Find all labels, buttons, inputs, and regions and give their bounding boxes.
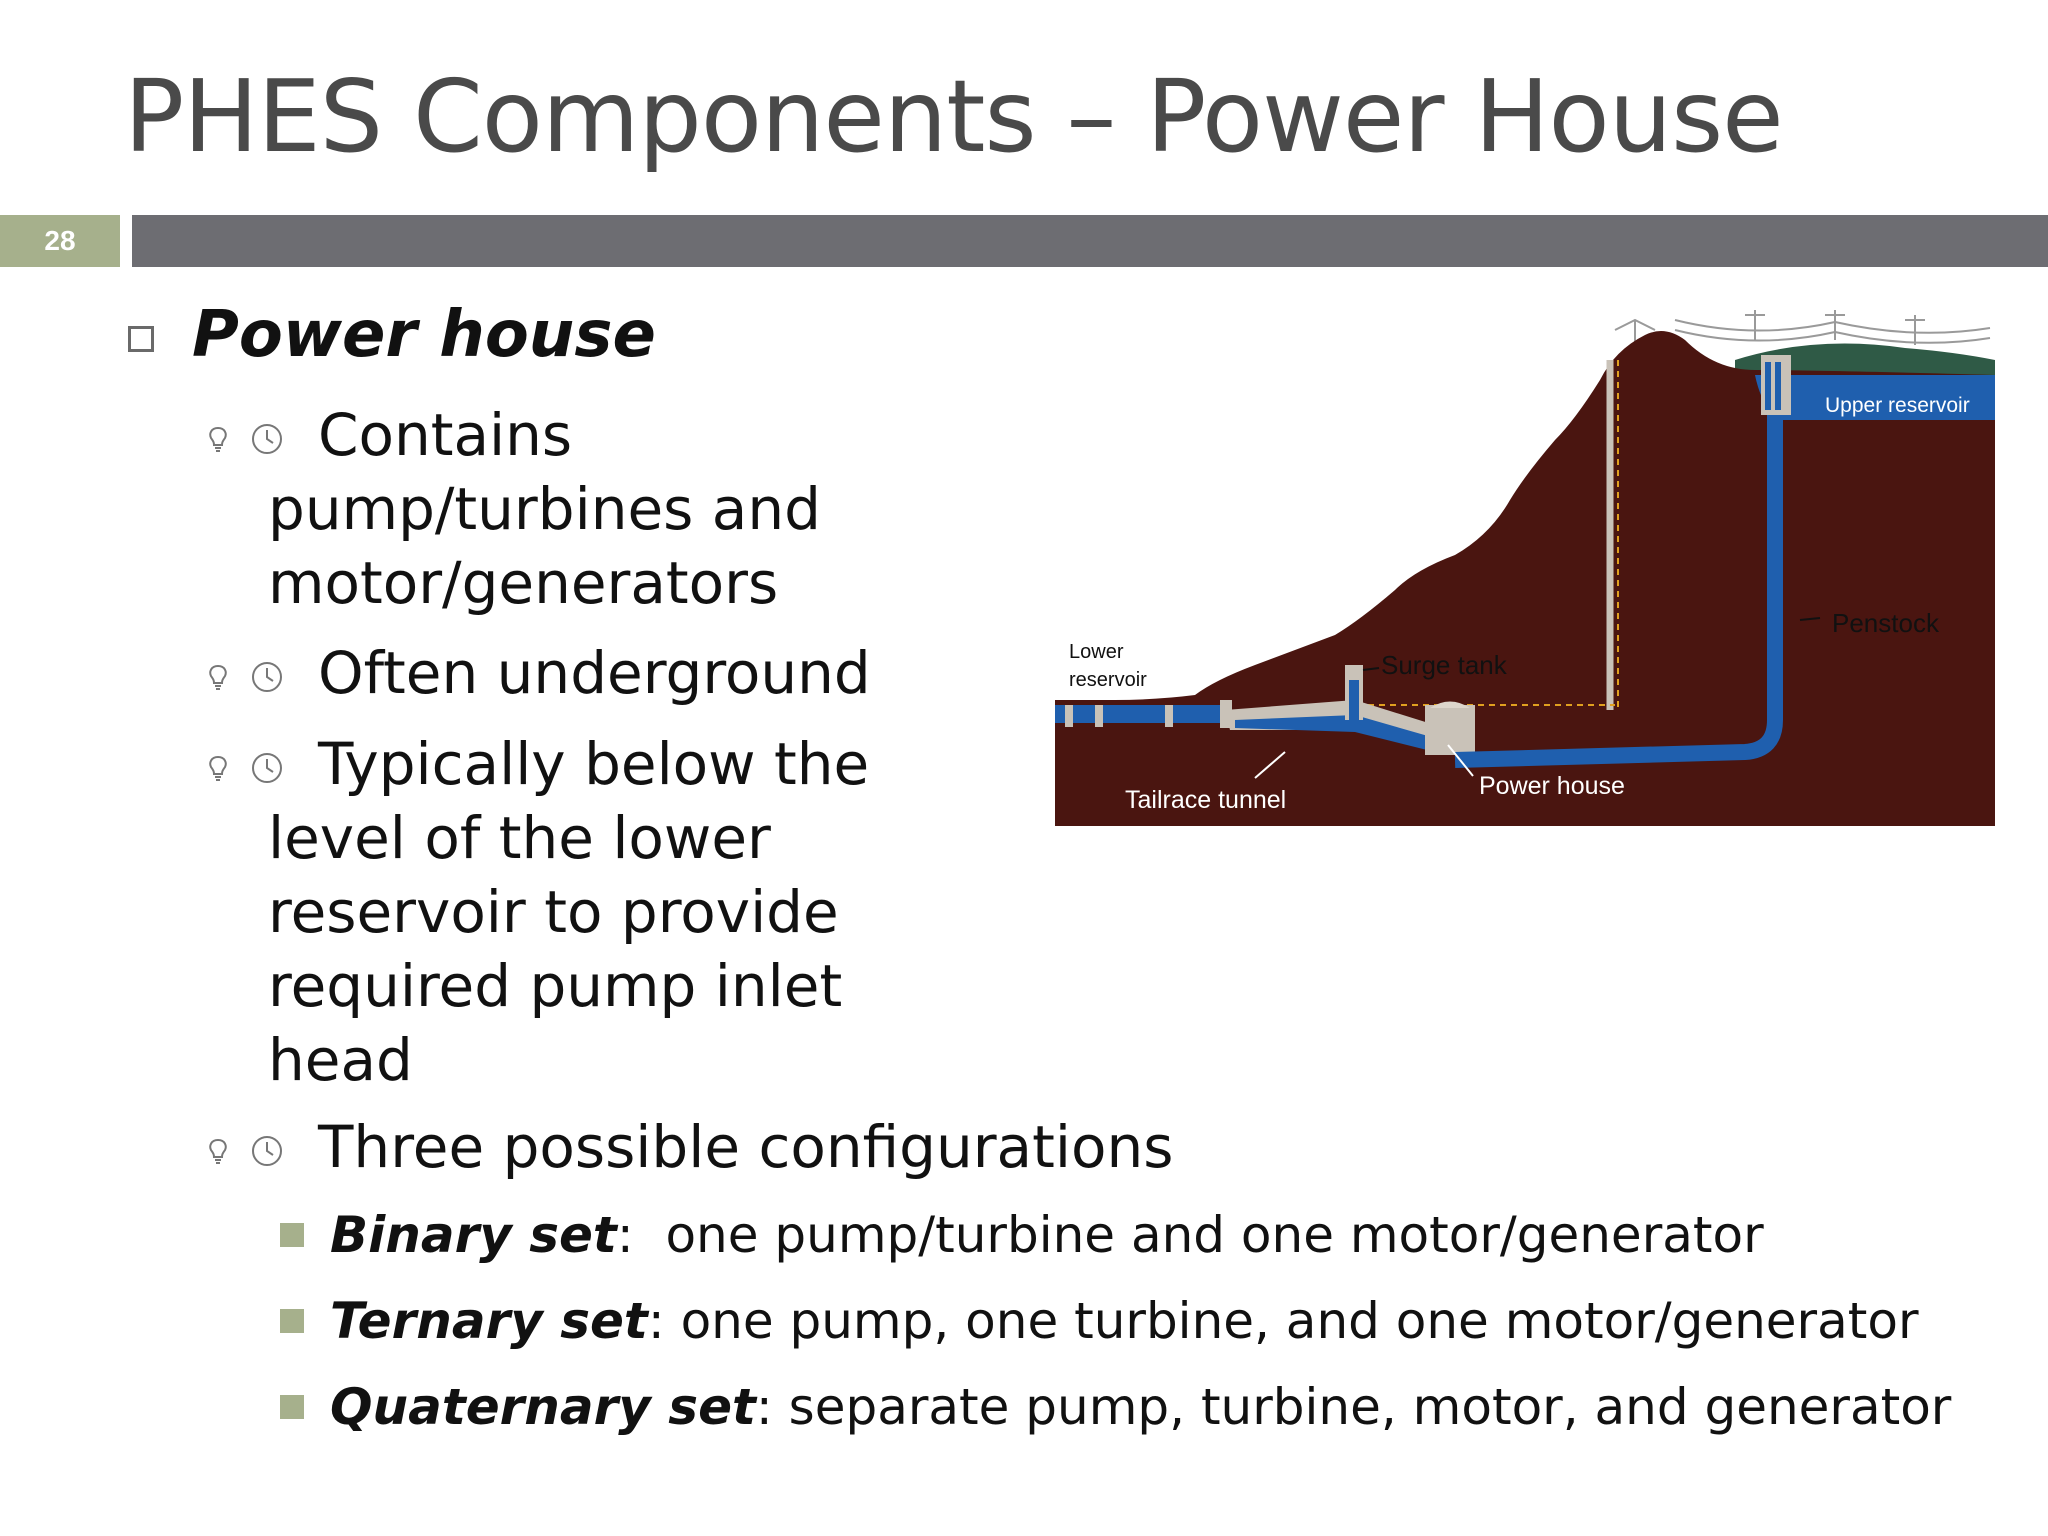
power-house-dome [1430,701,1470,708]
bullet-text: Typically below the [318,730,870,798]
bullet-marks [206,1134,284,1168]
lightbulb-icon [209,1138,227,1164]
label-tailrace-tunnel: Tailrace tunnel [1125,786,1286,814]
lower-reservoir-water [1055,705,1225,723]
phes-diagram: Upper reservoir Penstock Surge tank Lowe… [1055,300,1995,826]
bullet-contains: Contains pump/turbines and motor/generat… [206,398,821,620]
term: Binary set [330,1206,617,1264]
label-upper-reservoir: Upper reservoir [1825,394,1970,417]
slide-title: PHES Components – Power House [124,58,1784,175]
penstock-leader [1799,617,1821,621]
term: Quaternary set [330,1378,756,1436]
sub-bullet-quaternary: Quaternary set: separate pump, turbine, … [280,1378,1951,1436]
title-rule [132,215,2048,267]
power-house-leader [1447,744,1474,777]
bullet-underground: Often underground [206,636,871,710]
term-text: one pump, one turbine, and one motor/gen… [680,1292,1919,1350]
bullet-text: Three possible configurations [318,1113,1174,1181]
tailrace-leader [1254,751,1286,779]
clock-icon [252,423,282,454]
term-sep: : [647,1292,681,1350]
bullet-configurations: Three possible configurations [206,1110,1173,1184]
mountain [1055,331,1995,826]
checkbox-bullet-icon [128,326,154,352]
label-penstock: Penstock [1832,608,1940,638]
bullet-below-level: Typically below the level of the lower r… [206,727,869,1097]
square-bullet-icon [280,1223,304,1247]
bullet-text-cont: motor/generators [268,549,779,617]
bullet-text-cont: required pump inlet [268,952,843,1020]
bullet-text: Often underground [318,639,871,707]
upper-reservoir-water [1755,375,1995,420]
lightbulb-icon [209,755,227,781]
tailrace-tunnel [1235,715,1435,752]
clock-icon [252,1135,282,1166]
bullet-marks [206,660,284,694]
lightbulb-icon [209,664,227,690]
clock-icon [252,661,282,692]
label-lower-reservoir-1: Lower [1069,641,1124,663]
label-lower-reservoir-2: reservoir [1069,669,1147,691]
term-text: one pump/turbine and one motor/generator [665,1206,1764,1264]
term: Ternary set [330,1292,648,1350]
square-bullet-icon [280,1395,304,1419]
bullet-text-cont: reservoir to provide [268,878,839,946]
surge-tank-leader [1362,667,1380,671]
term-sep: : [616,1206,666,1264]
bullet-marks [206,751,284,785]
intake-structure [1761,355,1791,415]
vegetation-ridge [1735,343,1995,375]
heading-bullet: Power house [128,298,656,372]
slide-number: 28 [0,215,120,267]
bullet-text-cont: pump/turbines and [268,475,821,543]
bullet-text-cont: head [268,1026,413,1094]
penstock [1454,400,1783,768]
term-sep: : [755,1378,789,1436]
label-surge-tank: Surge tank [1381,650,1508,680]
heading-text: Power house [192,298,656,372]
access-shaft-dashes [1335,360,1619,710]
surge-tank-water [1349,680,1359,720]
clock-icon [252,752,282,783]
bullet-text: Contains [318,401,573,469]
sub-bullet-binary: Binary set: one pump/turbine and one mot… [280,1206,1764,1264]
bullet-marks [206,422,284,456]
bullet-text-cont: level of the lower [268,804,771,872]
term-text: separate pump, turbine, motor, and gener… [788,1378,1952,1436]
square-bullet-icon [280,1309,304,1333]
lightbulb-icon [209,426,227,452]
sub-bullet-ternary: Ternary set: one pump, one turbine, and … [280,1292,1919,1350]
label-power-house: Power house [1479,772,1625,800]
